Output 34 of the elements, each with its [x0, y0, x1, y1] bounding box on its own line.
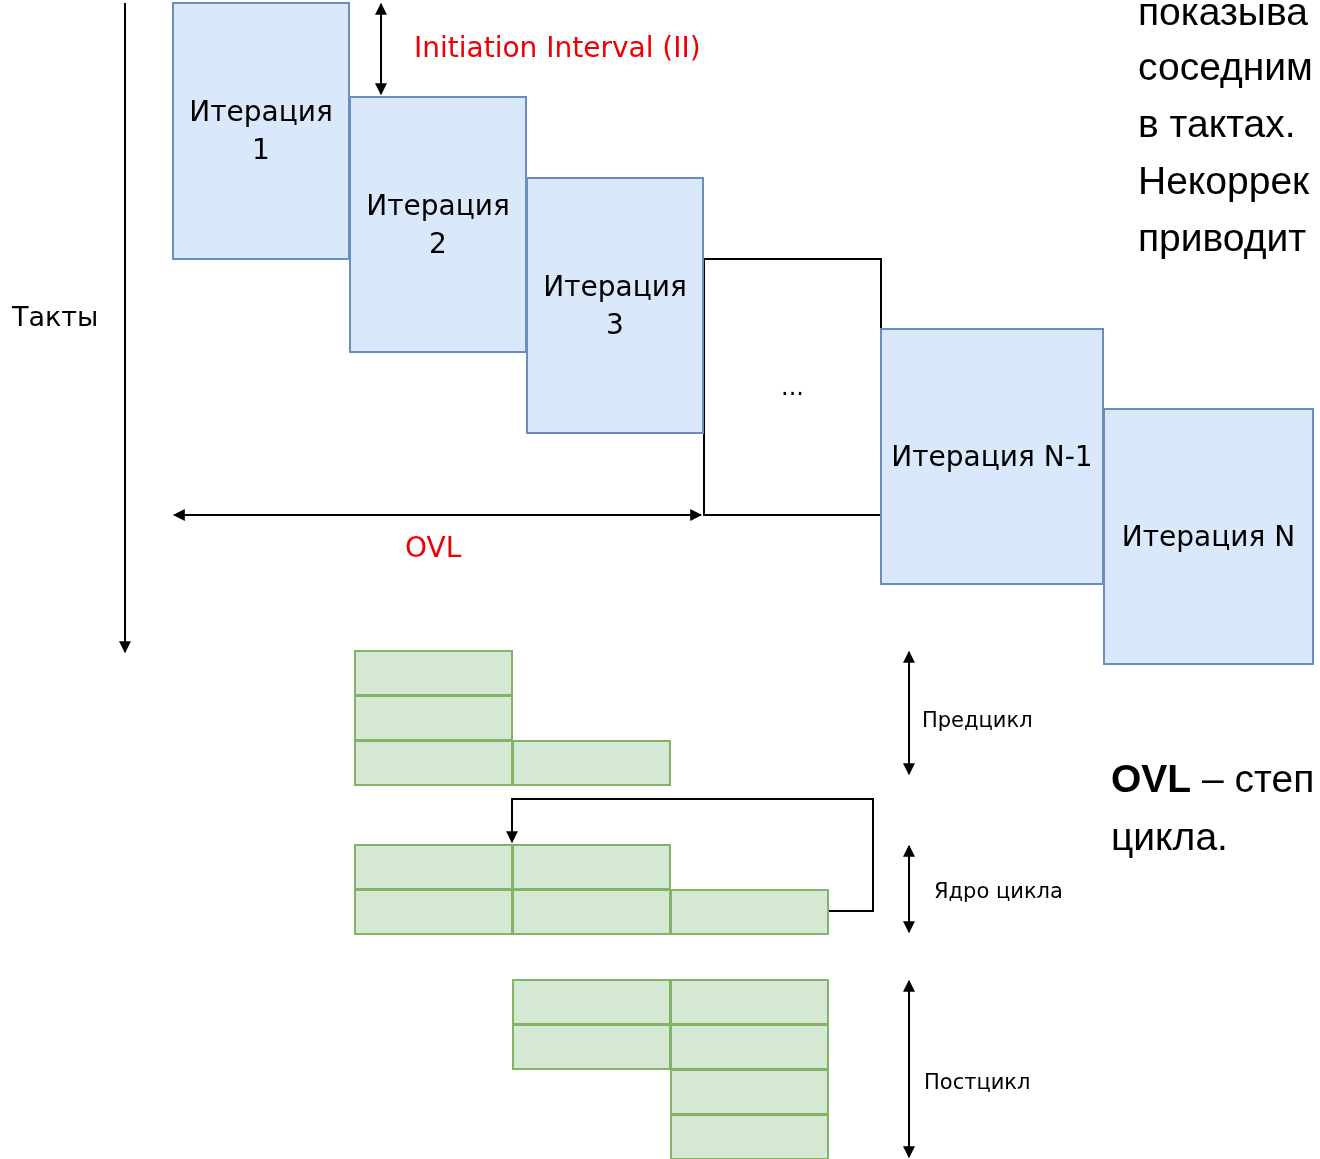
- stage-cell: [670, 1024, 829, 1070]
- stage-cell: [512, 889, 671, 935]
- paragraph-text: приводит: [1138, 215, 1307, 261]
- stage-cell: [354, 844, 513, 890]
- stage-cell: [670, 1114, 829, 1159]
- dimension-label: OVL: [405, 530, 462, 566]
- dimension-label: Ядро цикла: [934, 878, 1063, 904]
- definition-text: OVL – степ: [1111, 756, 1315, 802]
- definition-text: цикла.: [1111, 814, 1228, 860]
- dimension-label: Постцикл: [924, 1069, 1031, 1095]
- dimension-label: Предцикл: [922, 707, 1033, 733]
- paragraph-text: показыва: [1138, 0, 1308, 35]
- axis-label: Такты: [12, 300, 99, 334]
- loop-arrow: [506, 798, 874, 912]
- stage-cell: [670, 889, 829, 935]
- paragraph-text: в тактах.: [1138, 101, 1296, 147]
- stage-cell: [354, 889, 513, 935]
- process-box: Итерация 1: [172, 2, 350, 260]
- process-box: Итерация 2: [349, 96, 527, 353]
- stage-cell: [512, 844, 671, 890]
- paragraph-text: Некоррек: [1138, 158, 1310, 204]
- process-box: Итерация N-1: [880, 328, 1104, 585]
- stage-cell: [670, 1069, 829, 1115]
- process-box: Итерация N: [1103, 408, 1314, 665]
- stage-cell: [512, 1024, 671, 1070]
- stage-cell: [512, 979, 671, 1025]
- stage-cell: [670, 979, 829, 1025]
- stage-cell: [354, 740, 513, 786]
- dimension-label: Initiation Interval (II): [414, 30, 701, 66]
- paragraph-text: соседним: [1138, 44, 1313, 90]
- stage-cell: [512, 740, 671, 786]
- stage-cell: [354, 650, 513, 696]
- process-box: Итерация 3: [526, 177, 704, 434]
- stage-cell: [354, 695, 513, 741]
